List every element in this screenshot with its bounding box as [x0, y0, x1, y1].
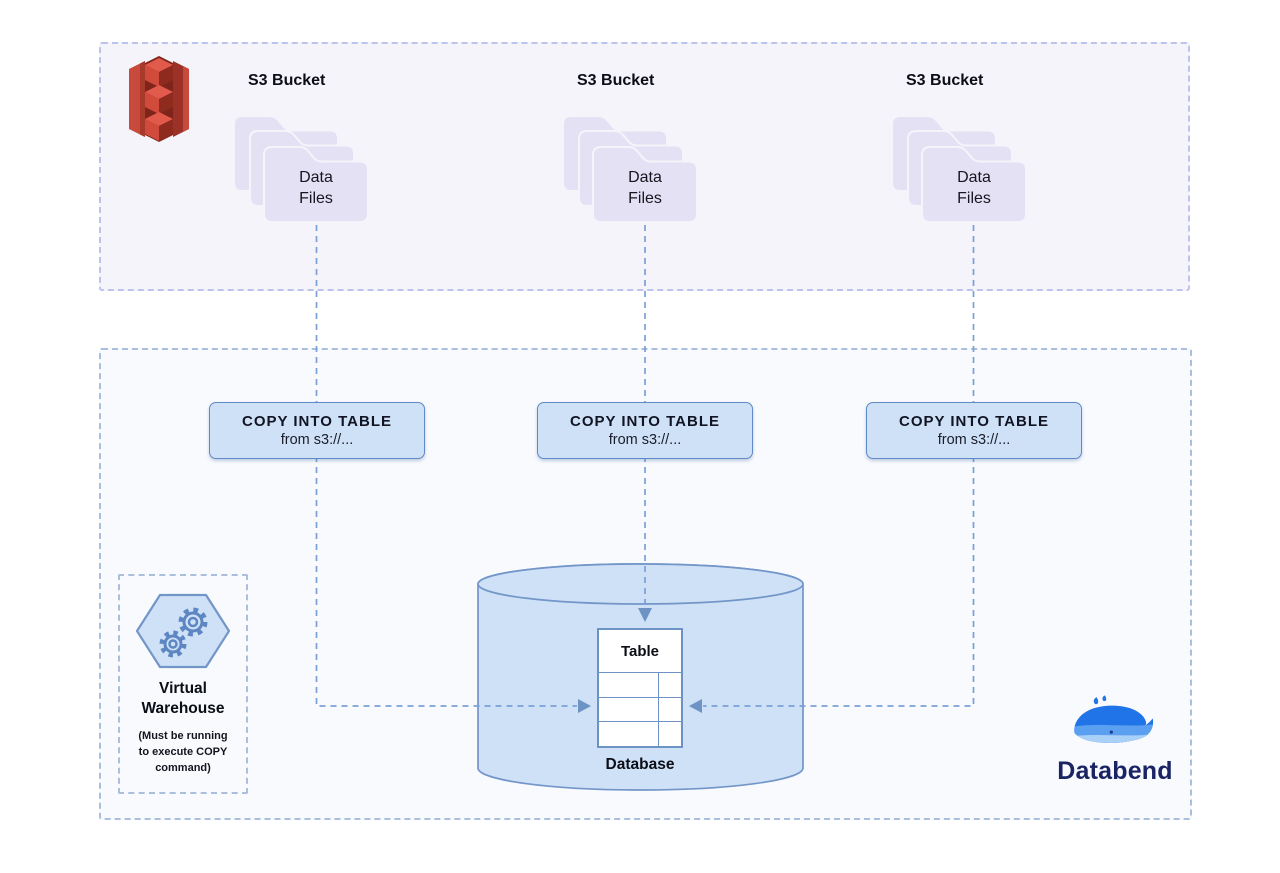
copy-into-table-title: COPY INTO TABLE [569, 413, 720, 430]
s3-group: S3 Bucket Data Files [562, 60, 732, 240]
warehouse-hexagon-icon [135, 593, 231, 669]
copy-into-table-title: COPY INTO TABLE [898, 413, 1049, 430]
virtual-warehouse-note: (Must be running to execute COPY command… [138, 730, 228, 774]
copy-from-s3-subtitle: from s3://... [280, 432, 354, 448]
data-files-label: Data Files [957, 169, 991, 207]
copy-from-s3-subtitle: from s3://... [608, 432, 682, 448]
s3-bucket-label: S3 Bucket [248, 72, 326, 89]
table-grid [599, 673, 681, 747]
connector-right [703, 225, 975, 707]
copy-into-table-title: COPY INTO TABLE [241, 413, 392, 430]
table-title: Table [599, 630, 681, 673]
s3-bucket-icon [129, 56, 189, 142]
arrow-right-icon [578, 699, 591, 713]
gear-icon [178, 607, 208, 637]
virtual-warehouse-box: Virtual Warehouse (Must be running to ex… [118, 574, 248, 794]
table-row [599, 697, 681, 723]
data-files-label: Data Files [299, 169, 333, 207]
gear-icon [159, 630, 187, 658]
arrowheads [578, 608, 702, 713]
folder-front-icon [263, 146, 369, 223]
copy-into-table-box: COPY INTO TABLE from s3://... [537, 402, 753, 459]
s3-group: S3 Bucket Data Files [891, 60, 1061, 240]
s3-group: S3 Bucket Data Files [233, 60, 403, 240]
data-files-label: Data Files [628, 169, 662, 207]
table-card: Table [597, 628, 683, 748]
folder-front-icon [921, 146, 1027, 223]
copy-into-table-box: COPY INTO TABLE from s3://... [209, 402, 425, 459]
folder-front-icon [592, 146, 698, 223]
s3-bucket-label: S3 Bucket [577, 72, 655, 89]
arrow-left-icon [689, 699, 702, 713]
copy-into-table-box: COPY INTO TABLE from s3://... [866, 402, 1082, 459]
table-row [599, 722, 681, 747]
copy-from-s3-subtitle: from s3://... [937, 432, 1011, 448]
arrow-down-icon [638, 608, 652, 622]
whale-icon [1074, 695, 1154, 743]
table-row [599, 673, 681, 698]
s3-bucket-label: S3 Bucket [906, 72, 984, 89]
databend-wordmark: Databend [1057, 757, 1173, 785]
virtual-warehouse-title: Virtual Warehouse [141, 680, 225, 717]
databend-logo: Databend [1040, 694, 1190, 786]
database-label: Database [605, 756, 675, 773]
connector-left [315, 225, 577, 707]
